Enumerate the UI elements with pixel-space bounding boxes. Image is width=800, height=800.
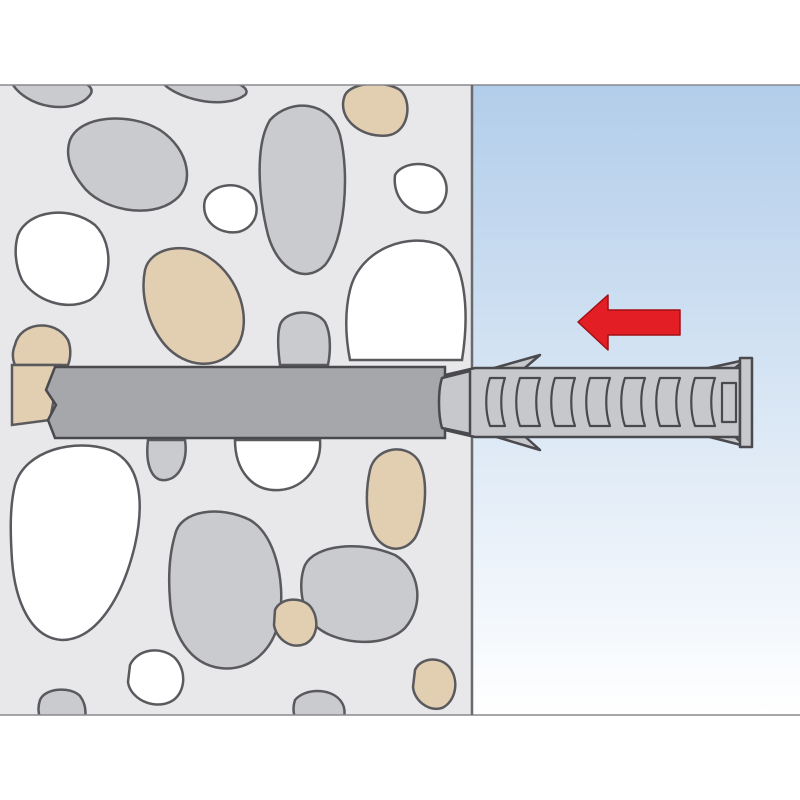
stone-gray [146, 438, 187, 482]
stone-tan [411, 658, 457, 711]
screw-shaft-icon [44, 365, 447, 440]
stone-gray [163, 85, 248, 104]
stone-tan [11, 324, 72, 367]
stone-gray [292, 689, 346, 715]
stone-gray [167, 510, 283, 670]
stone-white [9, 444, 141, 642]
wall-plug-icon [437, 353, 754, 452]
stone-gray [258, 104, 347, 276]
stone-gray [66, 117, 189, 212]
stone-tan [142, 246, 246, 365]
stone-gray [300, 545, 419, 644]
stones-group [9, 85, 467, 715]
stone-white [202, 184, 258, 234]
left-arrow-icon [577, 294, 681, 351]
stone-white [345, 239, 467, 362]
stone-gray [37, 688, 87, 715]
stone-tan [341, 85, 409, 138]
stone-white [14, 211, 110, 307]
stone-tan [365, 448, 427, 550]
stone-white [233, 438, 322, 492]
stone-white [126, 649, 185, 706]
stone-gray [276, 311, 332, 367]
stone-gray [11, 85, 93, 109]
stone-tan [272, 598, 318, 647]
stone-white [393, 162, 448, 214]
